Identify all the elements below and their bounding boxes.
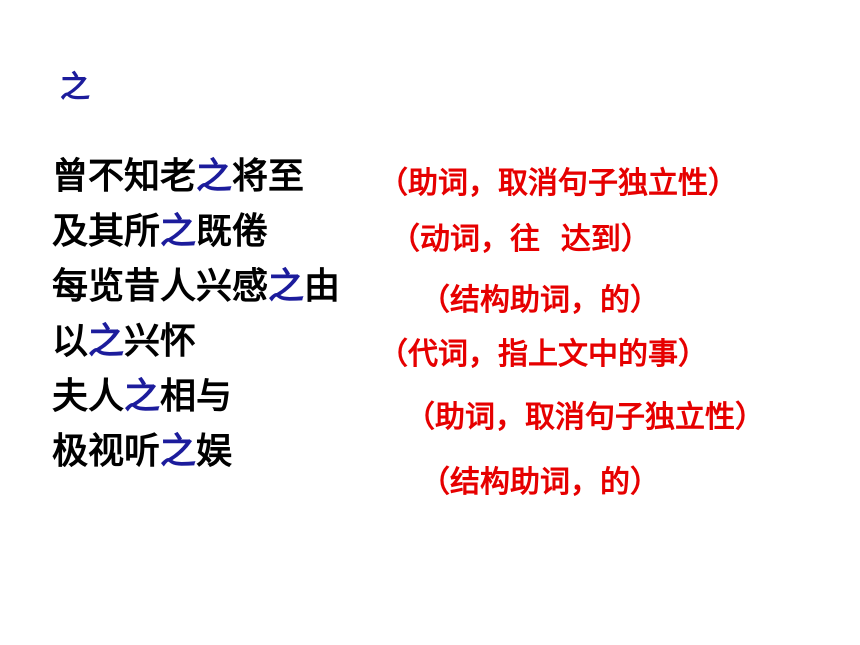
sentence-text: 将至 [232,156,305,197]
sentence-text: 兴怀 [124,321,197,362]
highlighted-zhi: 之 [160,431,197,472]
gloss-annotation: （结构助词，的） [420,465,660,500]
sentence-text: 极视听 [52,431,161,472]
highlighted-zhi: 之 [88,321,125,362]
highlighted-zhi: 之 [196,156,233,197]
sentence-text: 以 [52,321,89,362]
example-sentence: 夫人之相与 [52,377,232,417]
sentence-text: 娱 [196,431,233,472]
highlighted-zhi: 之 [160,211,197,252]
slide-heading: 之 [60,70,90,105]
sentence-text: 相与 [160,376,233,417]
gloss-annotation: （代词，指上文中的事） [378,337,708,372]
sentence-text: 由 [304,266,341,307]
highlighted-zhi: 之 [124,376,161,417]
gloss-annotation: （结构助词，的） [420,283,660,318]
example-sentence: 曾不知老之将至 [52,157,304,197]
sentence-text: 夫人 [52,376,125,417]
gloss-annotation: （动词，往 达到） [390,222,651,257]
sentence-text: 曾不知老 [52,156,197,197]
example-sentence: 每览昔人兴感之由 [52,267,340,307]
sentence-text: 既倦 [196,211,269,252]
sentence-text: 及其所 [52,211,161,252]
highlighted-zhi: 之 [268,266,305,307]
gloss-annotation: （助词，取消句子独立性） [405,400,765,435]
gloss-annotation: （助词，取消句子独立性） [378,166,738,201]
sentence-text: 每览昔人兴感 [52,266,269,307]
example-sentence: 及其所之既倦 [52,212,268,252]
example-sentence: 极视听之娱 [52,432,232,472]
example-sentence: 以之兴怀 [52,322,196,362]
